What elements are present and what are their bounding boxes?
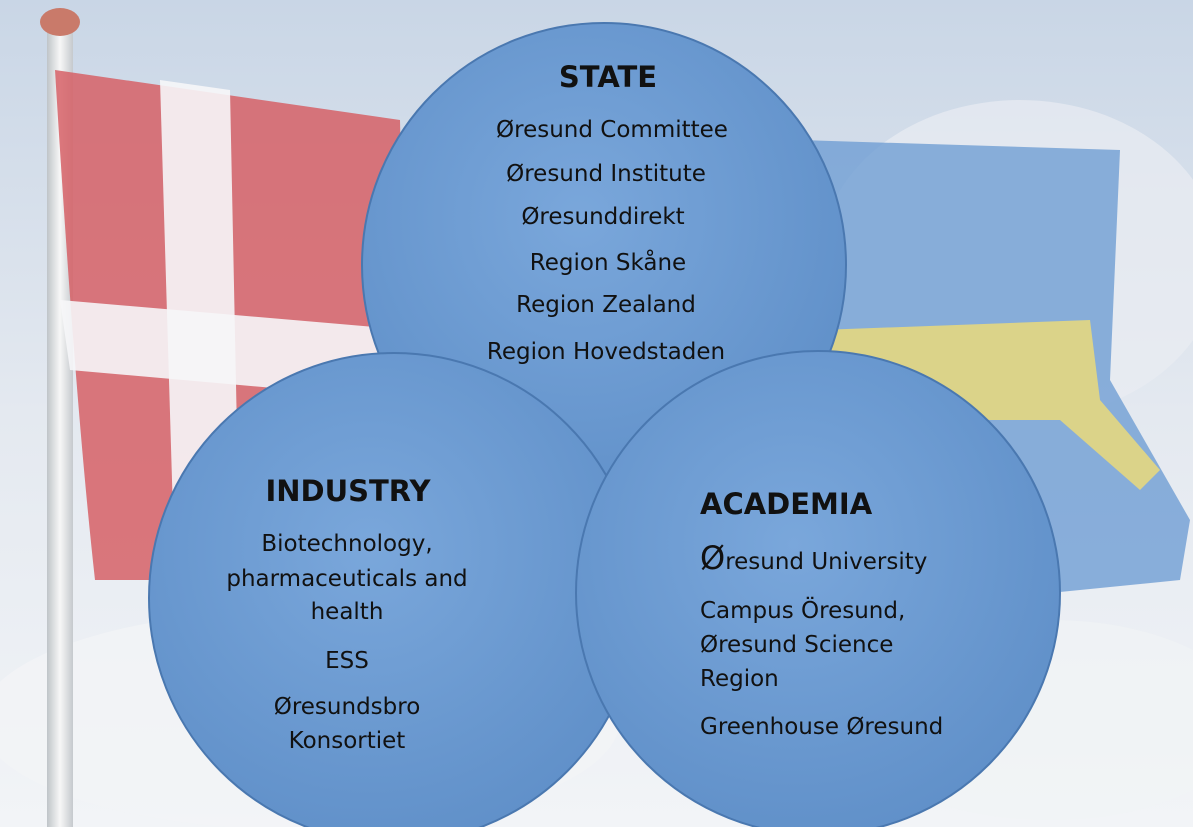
academia-item: Greenhouse Øresund [700, 714, 944, 740]
state-item: Øresund Committee [496, 117, 728, 143]
state-item: Øresunddirekt [521, 204, 685, 230]
academia-item-university: Øresund University [700, 542, 928, 576]
state-item: Region Zealand [516, 292, 696, 318]
academia-item: Region [700, 666, 779, 692]
academia-university-rest: resund University [725, 549, 928, 575]
academia-university-initial: Ø [700, 539, 726, 577]
industry-item: health [310, 599, 384, 625]
state-item: Region Skåne [529, 250, 687, 276]
industry-item: Øresundsbro [273, 694, 421, 720]
industry-item: pharmaceuticals and [226, 566, 468, 592]
academia-circle [575, 350, 1061, 827]
swedish-flag-cross [820, 320, 1160, 490]
state-item: Region Hovedstaden [486, 339, 726, 365]
academia-title: ACADEMIA [700, 487, 873, 521]
academia-item: Øresund Science [700, 632, 894, 658]
industry-item: ESS [325, 648, 369, 674]
academia-item: Campus Öresund, [700, 598, 906, 624]
industry-title: INDUSTRY [265, 474, 431, 508]
industry-item: Biotechnology, [261, 531, 433, 557]
state-title: STATE [558, 60, 658, 94]
flag-pole-knob [40, 8, 80, 36]
industry-item: Konsortiet [288, 728, 406, 754]
state-item: Øresund Institute [506, 161, 706, 187]
